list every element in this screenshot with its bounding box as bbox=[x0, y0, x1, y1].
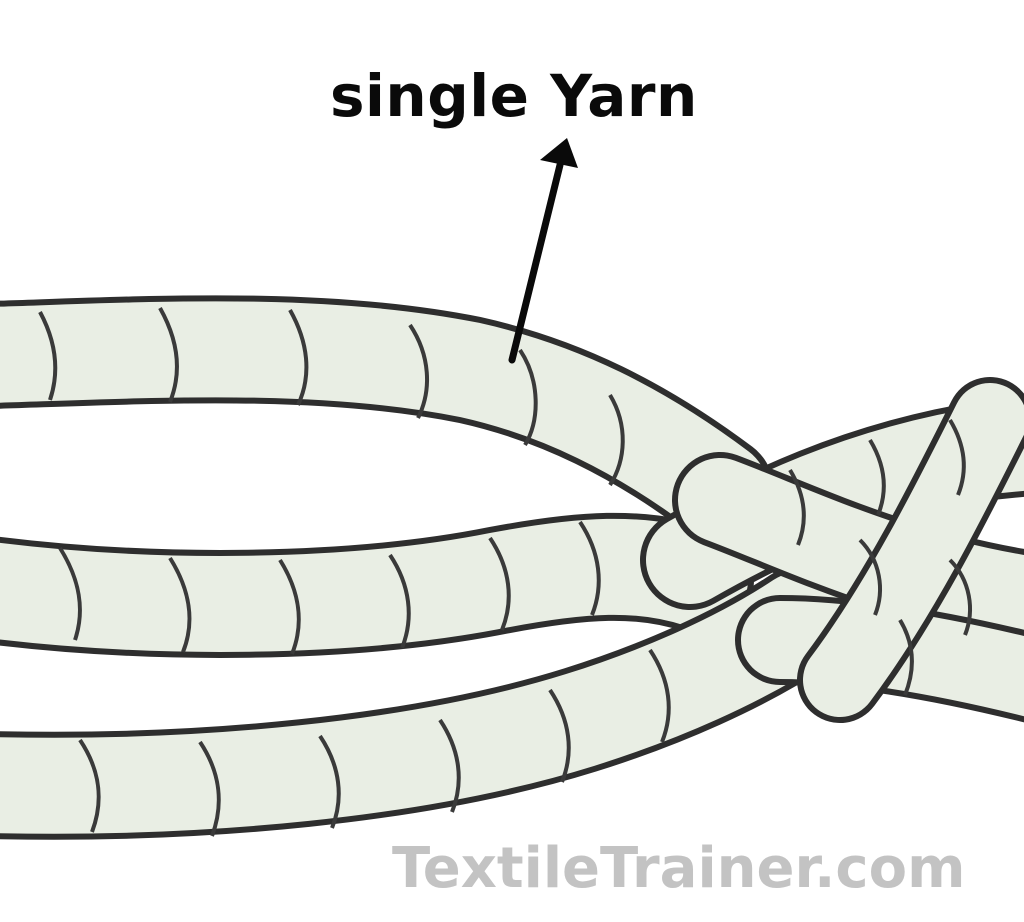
twist-lines-middle bbox=[58, 520, 601, 655]
watermark-text: TextileTrainer.com bbox=[392, 836, 966, 901]
arrow-to-label bbox=[508, 138, 578, 364]
yarn-upper-strand bbox=[0, 295, 774, 544]
twist-lines-bottom bbox=[78, 648, 671, 837]
twist-lines-upper bbox=[38, 307, 625, 487]
yarn-knot bbox=[640, 377, 1024, 723]
twist-lines-knot bbox=[788, 418, 972, 696]
yarn-middle-strand bbox=[0, 512, 754, 658]
yarn-bottom-strand bbox=[0, 566, 854, 840]
single-yarn-label: single Yarn bbox=[330, 62, 698, 130]
